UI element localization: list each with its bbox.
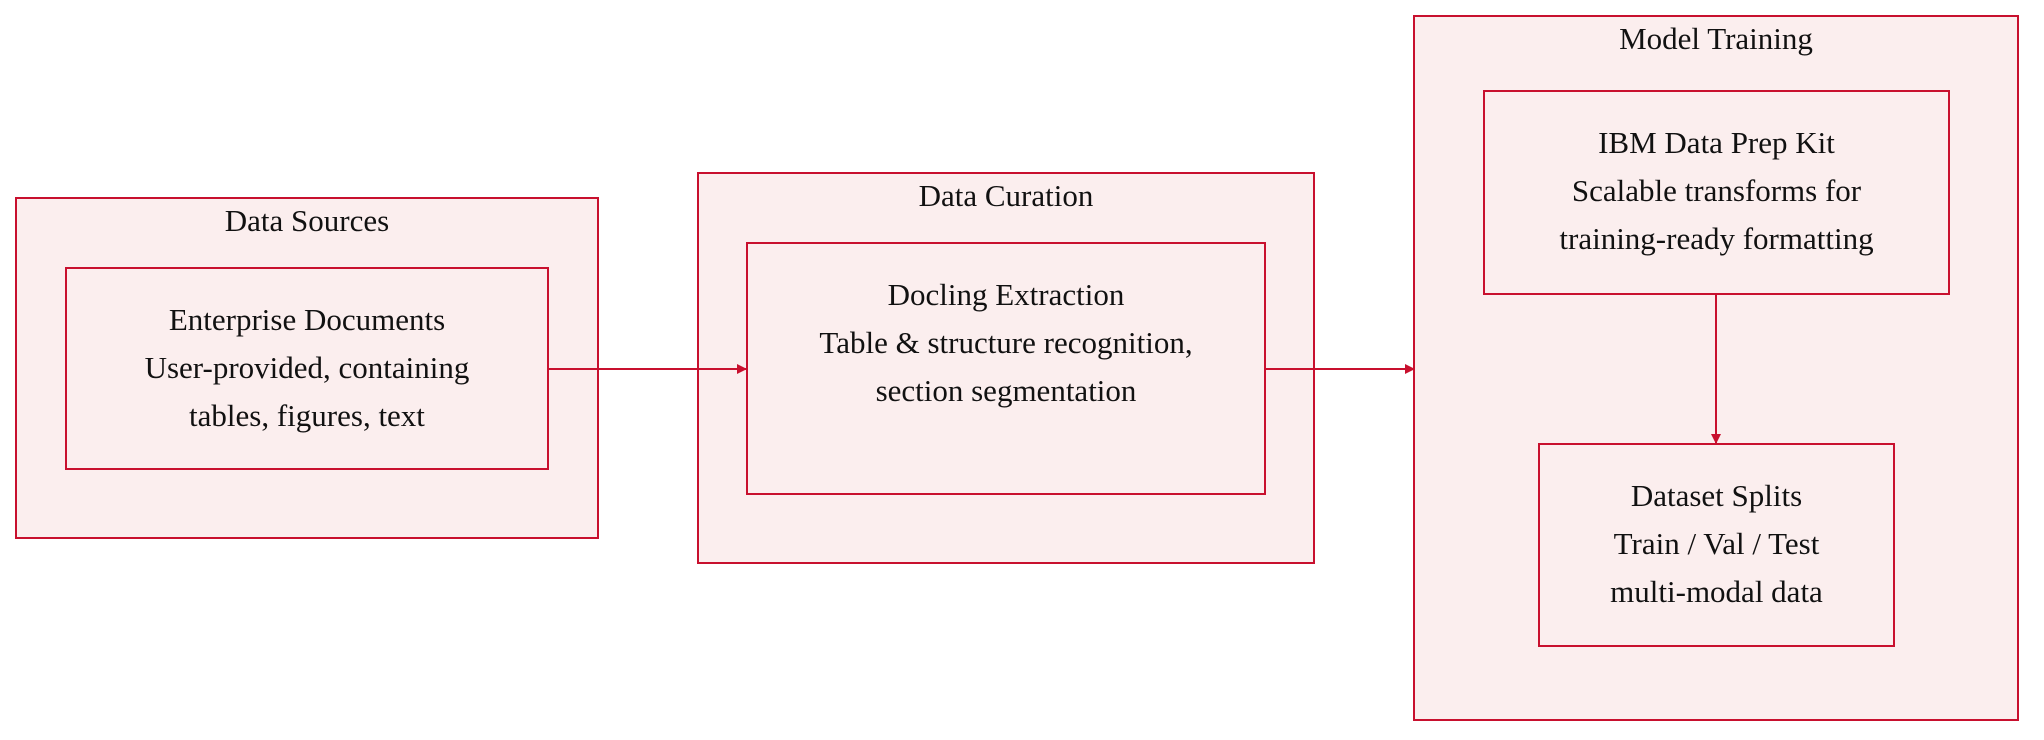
node-enterprise-documents-title: Enterprise Documents <box>168 302 446 337</box>
node-ibm-data-prep-kit-line1: Scalable transforms for <box>1571 173 1862 208</box>
group-title-data-sources: Data Sources <box>224 203 390 238</box>
node-docling-extraction: Docling Extraction Table & structure rec… <box>746 242 1266 495</box>
node-dataset-splits-line1: Train / Val / Test <box>1613 526 1820 561</box>
node-docling-extraction-title: Docling Extraction <box>887 277 1125 312</box>
node-docling-extraction-line1: Table & structure recognition, <box>819 325 1193 360</box>
node-ibm-data-prep-kit-line2: training-ready formatting <box>1559 221 1874 256</box>
node-enterprise-documents-line2: tables, figures, text <box>189 398 425 433</box>
group-title-model-training: Model Training <box>1619 21 1813 56</box>
group-title-data-curation: Data Curation <box>918 178 1094 213</box>
node-dataset-splits-line2: multi-modal data <box>1610 574 1823 609</box>
node-dataset-splits-title: Dataset Splits <box>1630 478 1803 513</box>
node-enterprise-documents-line1: User-provided, containing <box>144 350 470 385</box>
node-docling-extraction-line2: section segmentation <box>875 373 1137 408</box>
node-ibm-data-prep-kit-title: IBM Data Prep Kit <box>1598 125 1835 160</box>
node-dataset-splits: Dataset Splits Train / Val / Test multi-… <box>1538 443 1895 647</box>
node-ibm-data-prep-kit: IBM Data Prep Kit Scalable transforms fo… <box>1483 90 1950 295</box>
node-enterprise-documents: Enterprise Documents User-provided, cont… <box>65 267 549 470</box>
